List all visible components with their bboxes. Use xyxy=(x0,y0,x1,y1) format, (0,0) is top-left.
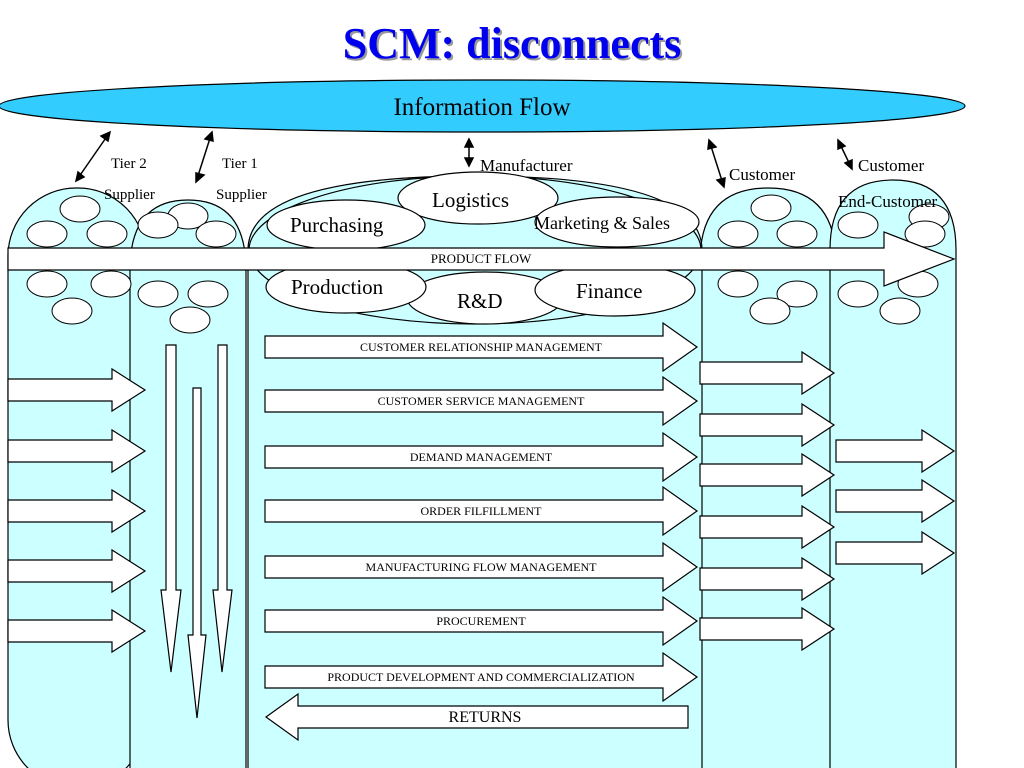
process-label: DEMAND MANAGEMENT xyxy=(409,450,553,464)
tier2-arrows xyxy=(7,367,147,654)
tier2-label-line2: Supplier xyxy=(104,187,155,203)
page-title: SCM: disconnects xyxy=(342,19,682,68)
manufacturer-label: Manufacturer xyxy=(480,156,573,175)
tier1-circles xyxy=(137,202,237,334)
end-customer-arrows xyxy=(835,428,956,576)
end-customer-circles xyxy=(837,203,950,325)
rnd-label: R&D xyxy=(457,289,503,313)
process-label: MANUFACTURING FLOW MANAGEMENT xyxy=(365,560,597,574)
product-flow-label: PRODUCT FLOW xyxy=(430,251,532,266)
information-flow-ellipse xyxy=(0,79,966,133)
end-customer-column xyxy=(829,179,957,768)
tier2-label-line1: Tier 2 xyxy=(111,156,147,172)
finance-label: Finance xyxy=(576,279,643,303)
process-label: CUSTOMER SERVICE MANAGEMENT xyxy=(377,394,585,408)
tier2-circles xyxy=(26,195,132,325)
end-customer-label-line2: End-Customer xyxy=(838,192,938,211)
marketing-ellipse xyxy=(534,196,700,248)
product-flow-arrow xyxy=(7,231,956,287)
process-label: PRODUCT DEVELOPMENT AND COMMERCIALIZATIO… xyxy=(327,670,635,684)
logistics-label: Logistics xyxy=(432,188,509,212)
marketing-label: Marketing & Sales xyxy=(534,213,670,233)
information-flow-label: Information Flow xyxy=(393,94,571,121)
customer-arrows xyxy=(699,350,836,652)
customer-label: Customer xyxy=(729,165,796,184)
logistics-ellipse xyxy=(397,171,559,225)
returns-label: RETURNS xyxy=(448,709,522,726)
customer-circles xyxy=(717,194,818,325)
info-flow-connectors xyxy=(74,130,853,189)
tier1-label-line2: Supplier xyxy=(216,187,267,203)
process-arrows xyxy=(264,321,699,703)
process-label: PROCUREMENT xyxy=(436,614,526,628)
process-label: CUSTOMER RELATIONSHIP MANAGEMENT xyxy=(359,340,602,354)
tier1-label-line1: Tier 1 xyxy=(222,156,258,172)
purchasing-label: Purchasing xyxy=(290,213,384,237)
process-label: ORDER FILFILLMENT xyxy=(420,504,542,518)
end-customer-label-line1: Customer xyxy=(858,156,925,175)
returns-arrow xyxy=(264,692,689,742)
tier1-down-arrows xyxy=(160,344,233,719)
production-label: Production xyxy=(291,275,384,299)
